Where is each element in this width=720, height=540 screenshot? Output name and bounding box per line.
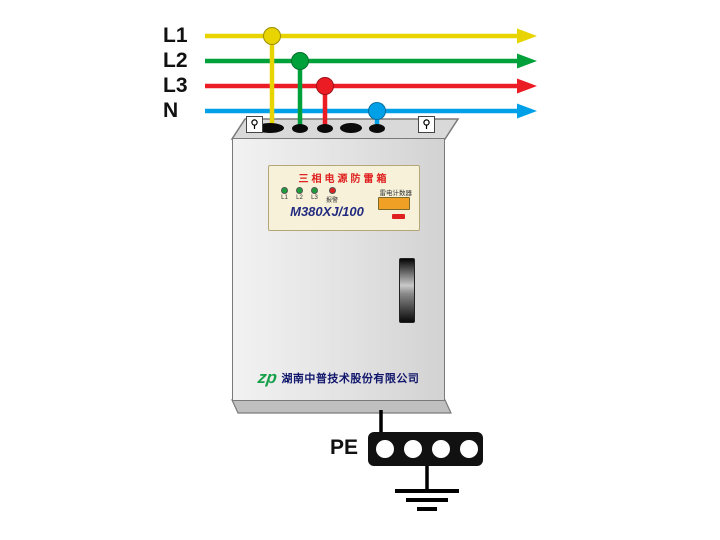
l2-junction-dot xyxy=(291,52,309,70)
n-junction-dot xyxy=(368,102,386,120)
led-row: L1 L2 L3 报警 xyxy=(281,187,338,204)
cable-gland-hole-2 xyxy=(292,124,308,133)
phase-label-l1: L1 xyxy=(163,24,188,47)
n-arrowhead-icon xyxy=(517,103,537,119)
led-alarm-icon xyxy=(328,187,336,194)
l1-junction-dot xyxy=(263,27,281,45)
led-l1-label: L1 xyxy=(281,195,288,201)
led-l1-icon xyxy=(281,187,288,194)
cable-gland-hole-5 xyxy=(369,124,385,133)
brand-row: zp 湖南中普技术股份有限公司 xyxy=(241,368,436,387)
led-l2-label: L2 xyxy=(296,195,303,201)
led-l2: L2 xyxy=(296,187,303,204)
busbar-hole-1 xyxy=(376,440,394,458)
lug-icon xyxy=(251,119,258,129)
door-handle[interactable] xyxy=(399,258,415,323)
l2-arrowhead-icon xyxy=(517,53,537,69)
led-alarm-label: 报警 xyxy=(326,198,339,204)
pe-label: PE xyxy=(330,436,359,459)
reset-indicator xyxy=(392,214,405,219)
l3-junction-dot xyxy=(316,77,334,95)
model-number: M380XJ/100 xyxy=(290,204,364,219)
cable-gland-hole-4 xyxy=(340,123,362,133)
led-l3: L3 xyxy=(311,187,318,204)
l3-arrowhead-icon xyxy=(517,78,537,94)
led-l2-icon xyxy=(296,187,303,194)
lift-lug-left xyxy=(246,116,263,133)
lift-lug-right xyxy=(418,116,435,133)
led-l3-label: L3 xyxy=(311,195,318,201)
phase-label-n: N xyxy=(163,99,179,122)
cable-gland-hole-1 xyxy=(256,123,284,133)
l1-arrowhead-icon xyxy=(517,28,537,44)
led-alarm: 报警 xyxy=(326,187,338,204)
led-l3-icon xyxy=(311,187,318,194)
counter-label: 雷电计数器 xyxy=(379,190,413,197)
busbar-hole-4 xyxy=(460,440,478,458)
busbar-hole-3 xyxy=(432,440,450,458)
phase-label-l2: L2 xyxy=(163,49,188,72)
phase-label-l3: L3 xyxy=(163,74,188,97)
cabinet-front: 三相电源防雷箱 L1 L2 L3 报警 M380 xyxy=(232,138,445,401)
company-name: 湖南中普技术股份有限公司 xyxy=(281,373,420,385)
led-l1: L1 xyxy=(281,187,288,204)
panel-title: 三相电源防雷箱 xyxy=(298,174,390,185)
counter-display xyxy=(378,197,410,210)
busbar-hole-2 xyxy=(404,440,422,458)
indicator-panel: 三相电源防雷箱 L1 L2 L3 报警 M380 xyxy=(268,165,420,231)
pe-busbar xyxy=(368,432,483,466)
cable-gland-hole-3 xyxy=(317,124,333,133)
lug-icon xyxy=(423,119,430,129)
